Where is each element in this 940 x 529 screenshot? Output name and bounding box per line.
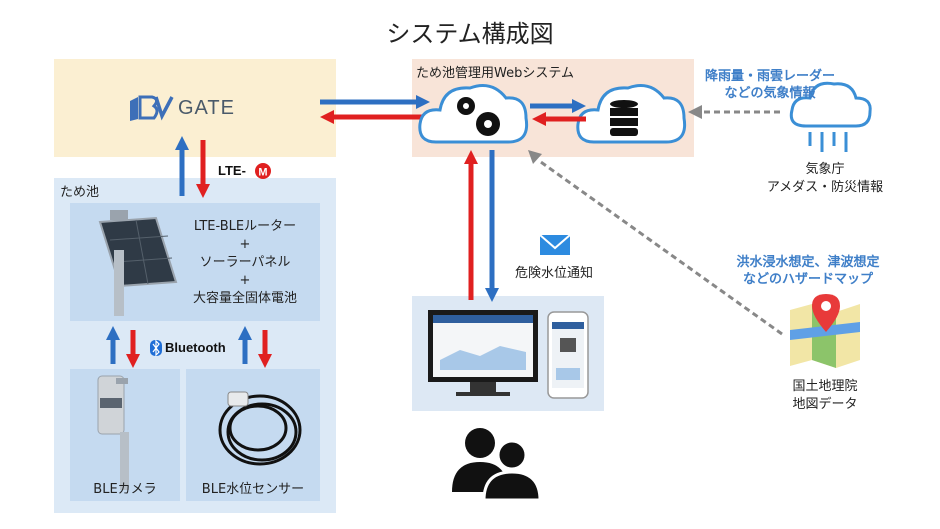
camera-icon [97,375,129,490]
monitor-icon [428,310,538,396]
hazard-info-line: などのハザードマップ [742,272,873,287]
gsi-line: 地図データ [792,397,858,412]
jma-label: 気象庁 アメダス・防災情報 [760,161,890,197]
weather-info-line: などの気象情報 [724,86,816,101]
router-solar-icon [98,210,178,316]
hazard-info-line: 洪水浸水想定、津波想定 [736,255,880,270]
mail-icon [539,234,571,255]
jma-line: アメダス・防災情報 [766,180,884,195]
alert-label: 危険水位通知 [515,266,594,281]
gate-web-arrows [320,95,432,124]
diagram-title: システム構成図 [386,20,554,48]
gsi-line: 国土地理院 [792,379,858,394]
camera-label: BLEカメラ [93,482,157,497]
router-line: + [239,273,251,288]
lte-arrows [175,136,210,198]
weather-info-line: 降雨量・雨雲レーダー [704,69,835,84]
gsi-label: 国土地理院 地図データ [770,378,880,414]
jma-line: 気象庁 [805,162,845,177]
gate-logo-text: GATE [178,97,235,119]
web-db-arrows [530,99,586,126]
web-system-label: ため池管理用Webシステム [416,66,574,81]
ble-arrows [106,326,272,368]
svg-text:M: M [258,167,267,179]
lte-m-logo-icon: M [255,163,271,179]
sensor-panel [186,369,320,501]
hazard-map-icon [790,294,860,368]
router-line: + [239,237,251,252]
weather-info-label: 降雨量・雨雲レーダー などの気象情報 [700,68,840,102]
hazard-info-label: 洪水浸水想定、津波想定 などのハザードマップ [728,254,888,288]
gate-logo-icon [130,95,174,121]
users-icon [452,428,542,502]
sensor-label: BLE水位センサー [201,482,305,497]
bluetooth-logo-icon [150,339,162,357]
water-sensor-icon [218,391,302,466]
gate-panel [54,59,336,157]
database-cloud-icon [576,84,687,144]
gears-cloud-icon [418,84,529,144]
bluetooth-label: Bluetooth [165,340,226,355]
web-monitor-arrows [464,150,499,302]
smartphone-icon [547,311,589,399]
router-line: 大容量全固体電池 [192,291,297,306]
router-line: ソーラーパネル [199,255,291,270]
pond-label: ため池 [60,185,100,200]
dashed-arrows [528,105,783,336]
rain-cloud-icon [789,81,872,152]
router-line: LTE-BLEルーター [193,219,297,234]
router-description: LTE-BLEルーター + ソーラーパネル + 大容量全固体電池 [172,218,318,308]
lte-m-label: LTE- [218,163,246,178]
